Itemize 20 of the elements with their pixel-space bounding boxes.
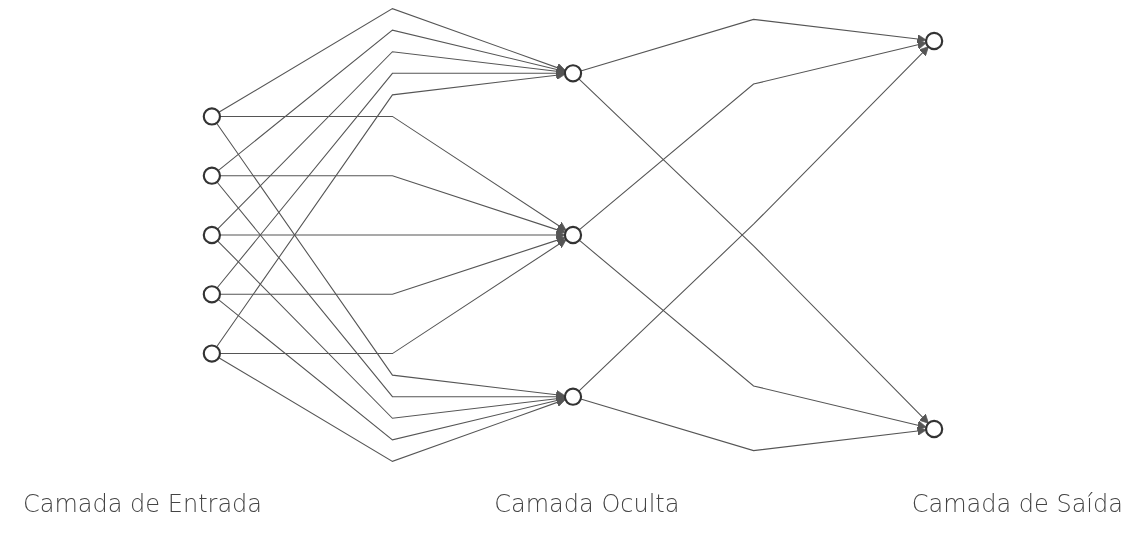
arrow: [580, 18, 927, 72]
arrow: [215, 122, 566, 400]
arrow: [580, 398, 927, 452]
arrow: [578, 46, 929, 392]
arrow: [578, 239, 927, 430]
layer-label: Camada de Entrada: [23, 490, 263, 518]
layer-label: Camada Oculta: [494, 490, 680, 518]
layer-label: Camada de Saída: [911, 490, 1123, 518]
arrow: [219, 235, 566, 295]
arrow: [578, 78, 929, 424]
arrow: [217, 51, 566, 230]
arrow: [216, 68, 566, 289]
arrow: [219, 115, 567, 231]
arrow: [219, 239, 567, 355]
arrow: [217, 240, 566, 419]
arrow: [218, 357, 566, 462]
arrow: [218, 8, 566, 113]
arrow: [578, 40, 927, 231]
arrow: [219, 175, 566, 235]
arrow: [215, 70, 566, 348]
